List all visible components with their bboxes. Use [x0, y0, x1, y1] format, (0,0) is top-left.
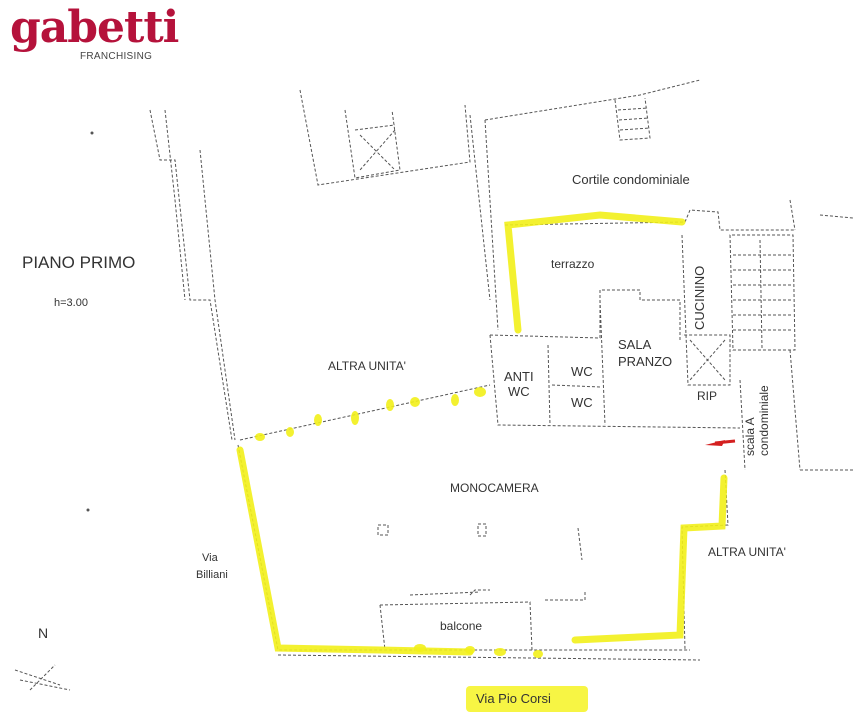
street-south: Via Pio Corsi: [476, 691, 551, 706]
room-storage: RIP: [697, 389, 718, 403]
room-dining-line2: PRANZO: [618, 354, 673, 369]
floor-title: PIANO PRIMO: [22, 253, 136, 272]
room-main: MONOCAMERA: [450, 481, 539, 495]
room-dining-line1: SALA: [618, 337, 652, 352]
street-south-highlight: [466, 686, 588, 712]
entrance-arrow-icon: [705, 439, 736, 446]
gabetti-logo: gabetti FRANCHISING: [10, 4, 179, 63]
height-note: h=3.00: [54, 297, 88, 309]
room-kitchenette: CUCININO: [692, 265, 707, 330]
room-wc-1: WC: [571, 364, 593, 379]
stair-label-line2: condominiale: [757, 385, 771, 456]
north-label: N: [38, 625, 49, 641]
stair-label-line1: scala A: [743, 417, 757, 456]
room-anti-wc-line2: WC: [508, 384, 530, 399]
room-wc-2: WC: [571, 395, 593, 410]
street-west-line1: Via: [202, 552, 218, 564]
street-west-line2: Billiani: [196, 569, 228, 581]
room-anti-wc-line1: ANTI: [504, 369, 534, 384]
room-other-unit-top: ALTRA UNITA': [328, 359, 406, 373]
room-courtyard: Cortile condominiale: [572, 172, 690, 187]
brand-name: gabetti: [10, 2, 179, 53]
room-other-unit-right: ALTRA UNITA': [708, 545, 786, 559]
room-terrace: terrazzo: [551, 257, 595, 271]
brand-subtitle: FRANCHISING: [80, 51, 153, 62]
room-balcony: balcone: [440, 619, 483, 633]
